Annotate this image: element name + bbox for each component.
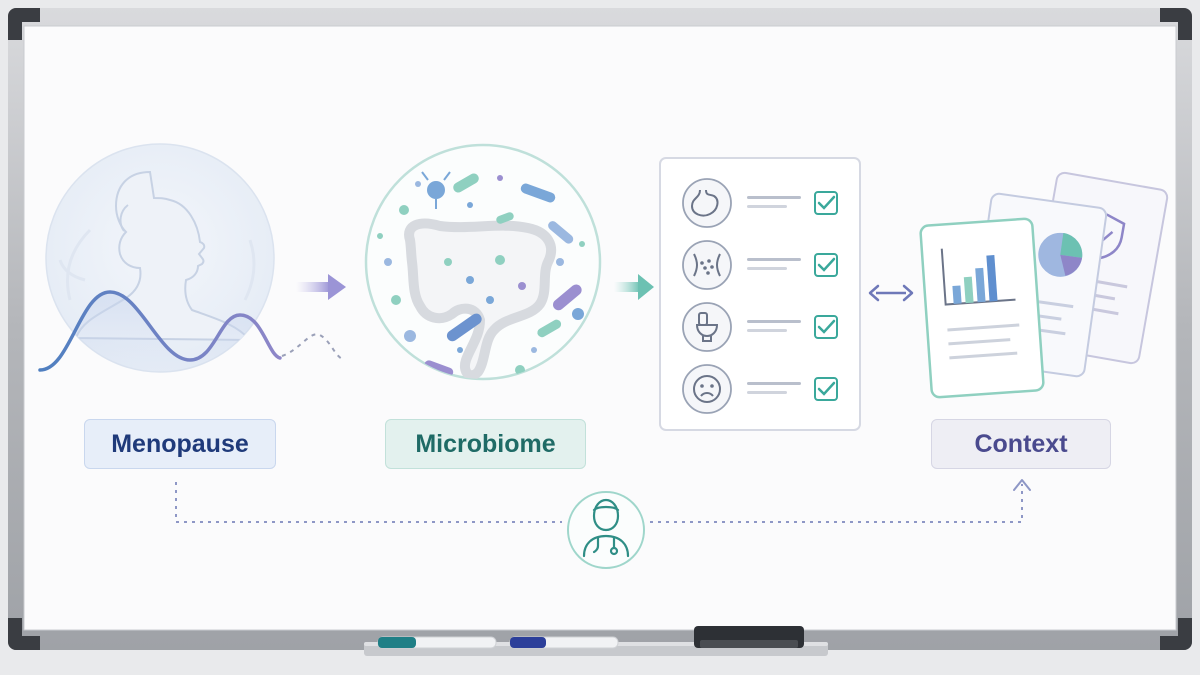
label-context: Context	[931, 419, 1111, 469]
arrow-microbiome-to-checklist	[614, 274, 654, 300]
checkbox-4[interactable]	[814, 377, 838, 401]
double-arrow-icon	[868, 284, 914, 302]
bloating-icon	[693, 253, 721, 277]
context-documents	[919, 171, 1169, 399]
toilet-icon	[695, 312, 719, 342]
bar-chart-icon	[940, 248, 1016, 306]
frame-corner-tl	[8, 8, 40, 40]
frame-corner-tr	[1160, 8, 1192, 40]
frame-corner-bl	[8, 618, 40, 650]
arrow-menopause-to-microbiome	[296, 274, 346, 300]
checklist-item	[682, 240, 838, 290]
label-microbiome: Microbiome	[385, 419, 586, 469]
frame-corner-br	[1160, 618, 1192, 650]
sad-face-icon	[693, 375, 721, 403]
doctor-icon	[582, 498, 630, 558]
marker-blue[interactable]	[509, 636, 619, 649]
checklist-item	[682, 178, 838, 228]
stomach-icon	[690, 189, 719, 217]
pie-chart-icon	[1038, 232, 1083, 277]
checkbox-2[interactable]	[814, 253, 838, 277]
checkbox-1[interactable]	[814, 191, 838, 215]
clinician-connector	[175, 479, 1031, 569]
eraser[interactable]	[694, 626, 804, 648]
woman-profile-icon	[74, 170, 253, 342]
marker-teal[interactable]	[377, 636, 497, 649]
checkbox-3[interactable]	[814, 315, 838, 339]
checklist-item	[682, 364, 838, 414]
hormone-wave	[38, 290, 282, 372]
symptom-checklist	[659, 157, 861, 431]
bacteria-cluster	[377, 171, 585, 377]
checklist-item	[682, 302, 838, 352]
label-menopause: Menopause	[84, 419, 276, 469]
microbiome-illustration	[364, 143, 602, 381]
